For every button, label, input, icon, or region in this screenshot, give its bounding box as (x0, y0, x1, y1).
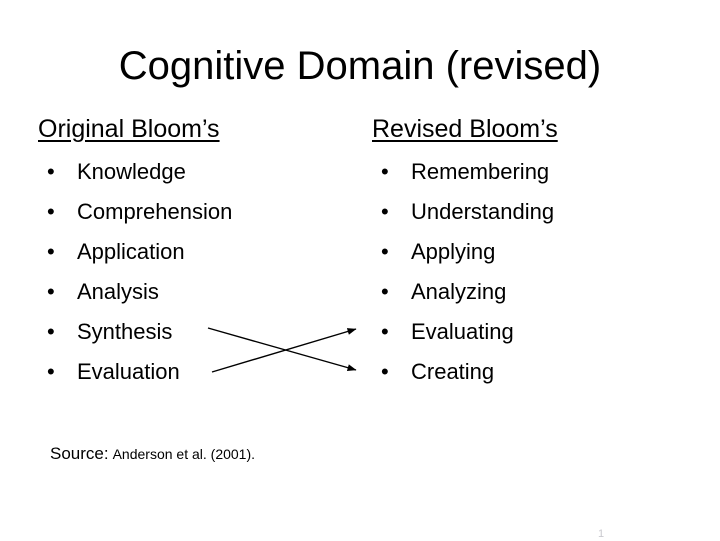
list-item-label: Evaluating (411, 319, 514, 344)
list-item: • Creating (381, 352, 702, 392)
revised-blooms-column: Revised Bloom’s • Remembering • Understa… (372, 114, 702, 392)
list-item-label: Analyzing (411, 279, 507, 304)
bullet-icon: • (381, 159, 389, 184)
original-blooms-heading: Original Bloom’s (38, 115, 220, 143)
bullet-icon: • (381, 319, 389, 344)
list-item: • Evaluating (381, 312, 702, 352)
list-item-label: Applying (411, 239, 496, 264)
page-title: Cognitive Domain (revised) (118, 44, 602, 88)
list-item: • Comprehension (47, 192, 358, 232)
list-item-label: Synthesis (77, 319, 173, 344)
list-item: • Application (47, 232, 358, 272)
original-blooms-list: • Knowledge • Comprehension • Applicatio… (38, 152, 358, 392)
source-citation: Anderson et al. (2001). (112, 446, 256, 462)
list-item-label: Knowledge (77, 159, 186, 184)
list-item: • Applying (381, 232, 702, 272)
bullet-icon: • (47, 199, 55, 224)
list-item-label: Creating (411, 359, 495, 384)
source-line: Source:Anderson et al. (2001). (50, 443, 255, 465)
revised-blooms-list: • Remembering • Understanding • Applying… (372, 152, 702, 392)
list-item-label: Application (77, 239, 185, 264)
bullet-icon: • (47, 279, 55, 304)
original-blooms-column: Original Bloom’s • Knowledge • Comprehen… (38, 114, 358, 392)
list-item: • Understanding (381, 192, 702, 232)
list-item-label: Remembering (411, 159, 550, 184)
bullet-icon: • (381, 359, 389, 384)
bullet-icon: • (47, 239, 55, 264)
list-item: • Analysis (47, 272, 358, 312)
bullet-icon: • (381, 279, 389, 304)
bullet-icon: • (381, 199, 389, 224)
list-item: • Knowledge (47, 152, 358, 192)
list-item: • Remembering (381, 152, 702, 192)
list-item: • Analyzing (381, 272, 702, 312)
list-item-label: Analysis (77, 279, 159, 304)
bullet-icon: • (381, 239, 389, 264)
list-item-label: Understanding (411, 199, 555, 224)
list-item-label: Comprehension (77, 199, 233, 224)
list-item-label: Evaluation (77, 359, 180, 384)
list-item: • Evaluation (47, 352, 358, 392)
list-item: • Synthesis (47, 312, 358, 352)
bullet-icon: • (47, 159, 55, 184)
source-label: Source: (50, 444, 109, 463)
revised-blooms-heading: Revised Bloom’s (372, 115, 558, 143)
page-number: 1 (598, 528, 605, 540)
bullet-icon: • (47, 319, 55, 344)
bullet-icon: • (47, 359, 55, 384)
